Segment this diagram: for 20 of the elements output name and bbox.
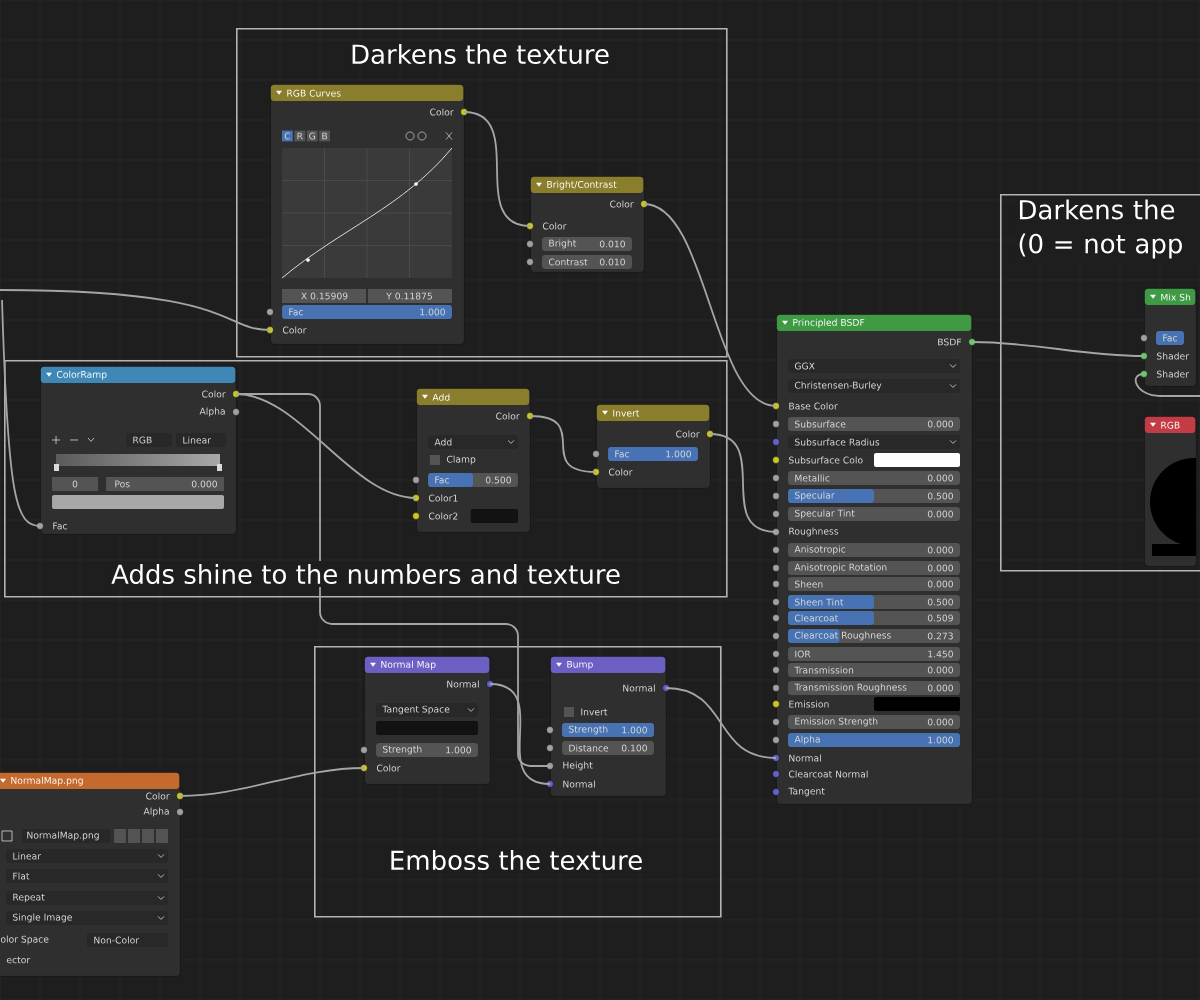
connection-line [463, 111, 531, 227]
frame [4, 360, 728, 598]
frame-label: Emboss the texture [385, 846, 647, 874]
frame-label: Darkens the (0 = not app [1014, 196, 1200, 262]
connection-line [235, 393, 551, 767]
connection-line [1, 299, 41, 527]
frame-label: Adds shine to the numbers and texture [108, 560, 624, 588]
connection-line [709, 433, 777, 533]
connection-line [179, 767, 365, 797]
connection-line [665, 687, 777, 759]
frame [1000, 194, 1200, 572]
connection-line [529, 415, 597, 473]
connection-line [971, 341, 1145, 357]
connection-line [1134, 373, 1200, 397]
frame [314, 646, 722, 918]
frame [236, 28, 728, 358]
frame-label: Darkens the texture [347, 40, 613, 68]
connection-line [489, 683, 551, 785]
connection-line [0, 289, 271, 331]
connection-line [643, 203, 777, 407]
